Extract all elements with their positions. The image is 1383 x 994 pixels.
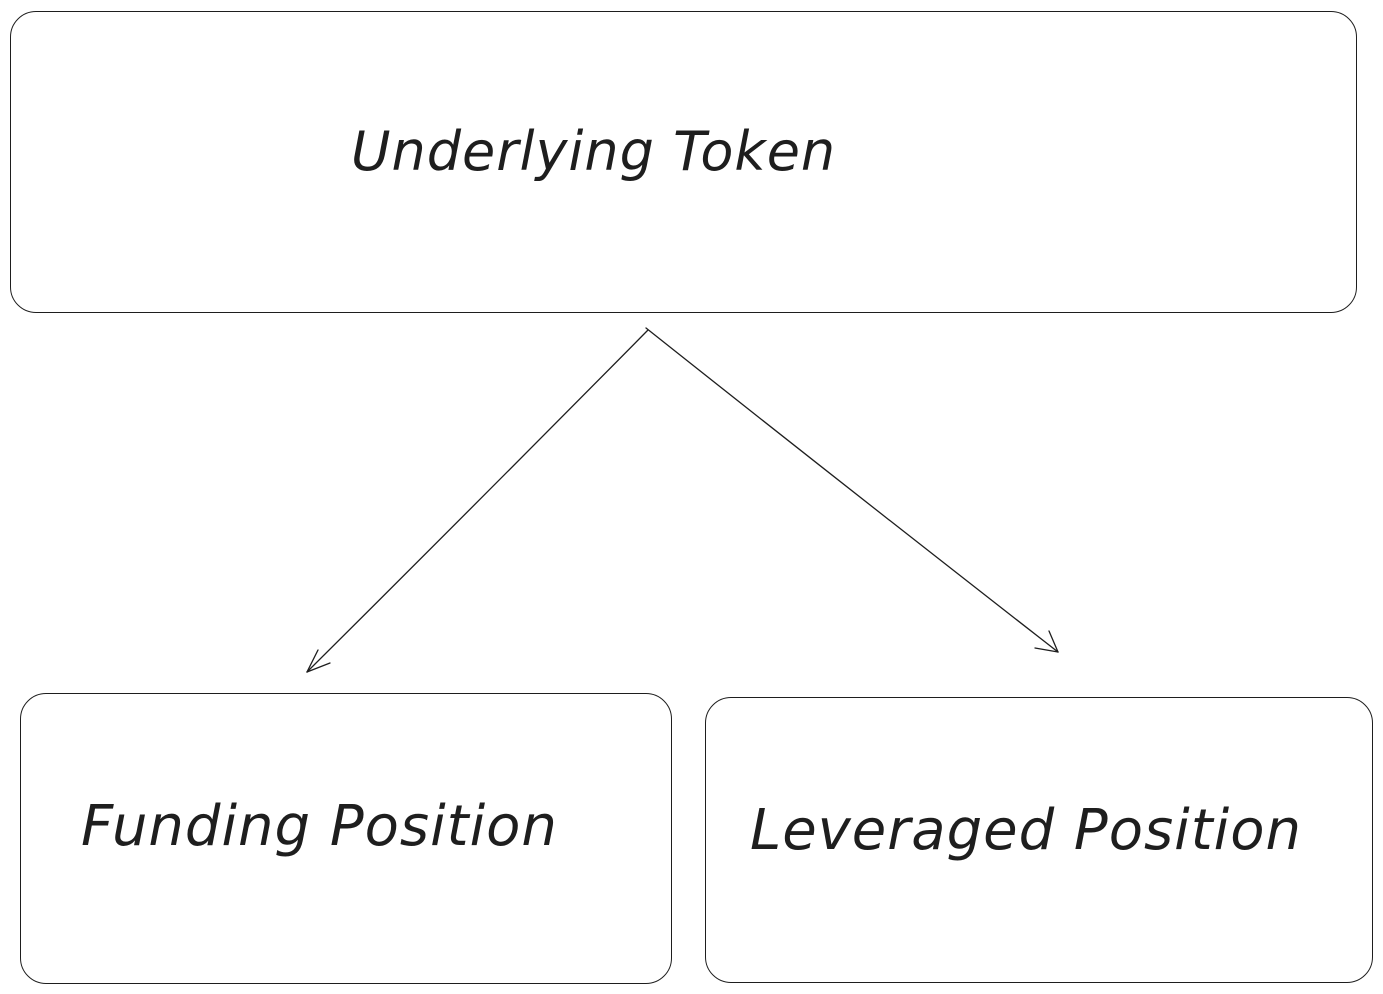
node-label: Underlying Token bbox=[351, 120, 837, 183]
node-underlying-token[interactable]: Underlying Token bbox=[10, 11, 1357, 313]
node-label: Leveraged Position bbox=[750, 798, 1302, 863]
edge-arrow-to-funding-position bbox=[306, 329, 649, 673]
node-label: Funding Position bbox=[81, 794, 558, 859]
node-leveraged-position[interactable]: Leveraged Position bbox=[705, 697, 1373, 983]
node-funding-position[interactable]: Funding Position bbox=[20, 693, 672, 984]
edge-arrow-to-leveraged-position bbox=[645, 327, 1059, 653]
